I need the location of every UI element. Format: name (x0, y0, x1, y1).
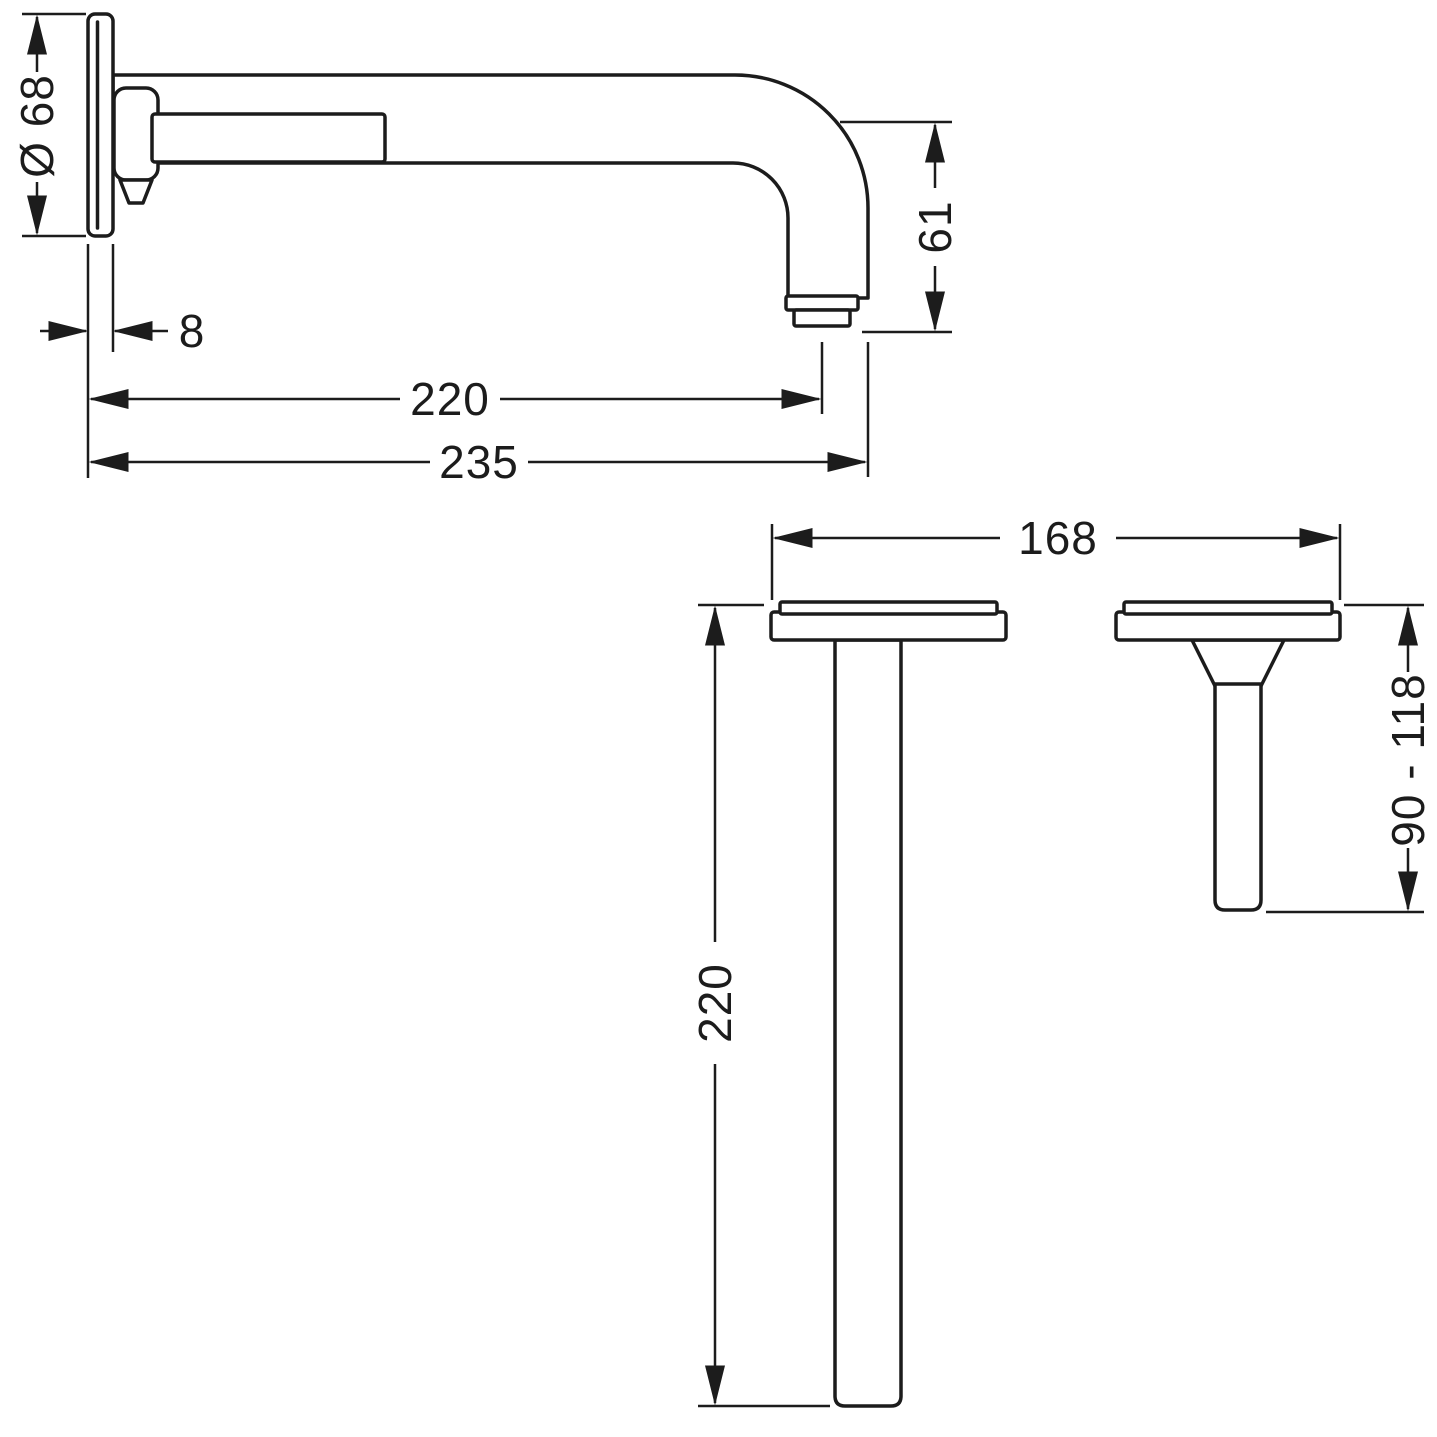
spout-plan-plate (769, 610, 1008, 642)
lever-handle (150, 112, 387, 164)
dim-label-total-depth: 235 (439, 436, 519, 488)
spout-plan-plate-top-layer (778, 600, 999, 616)
handle-plan-plate (1114, 610, 1342, 642)
aerator-tip (792, 308, 852, 328)
dim-total-depth: 235 (88, 342, 870, 488)
dim-label-spout-reach: 220 (410, 373, 490, 425)
dim-spout-length: 220 (689, 603, 830, 1408)
dim-label-handle-depth-range: 90 - 118 (1382, 673, 1434, 846)
plan-view: 168 220 90 - 118 (689, 512, 1434, 1408)
handle-plan-stem (1213, 682, 1263, 912)
dim-plate-diameter: Ø 68 (11, 12, 86, 238)
spout-side-outline (111, 73, 870, 300)
spout-plan-tube (833, 638, 903, 1408)
aerator-outer (784, 294, 860, 312)
dim-label-plate-thickness: 8 (179, 305, 206, 357)
dim-handle-depth-range: 90 - 118 (1266, 603, 1434, 914)
hub-cone (118, 178, 154, 205)
dim-spout-drop: 61 (840, 120, 961, 334)
dim-label-spout-drop: 61 (909, 200, 961, 253)
handle-plan-plate-top-layer (1122, 600, 1334, 616)
wall-plate-side (86, 12, 115, 238)
dim-overall-width: 168 (770, 512, 1342, 600)
dim-label-plate-diameter: Ø 68 (11, 74, 63, 178)
side-view: Ø 68 8 220 235 (11, 12, 961, 488)
dim-spout-reach: 220 (88, 342, 824, 425)
dim-label-overall-width: 168 (1018, 512, 1098, 564)
dim-plate-thickness: 8 (40, 244, 206, 478)
dim-label-spout-length: 220 (689, 963, 741, 1043)
handle-plan-cone (1190, 638, 1286, 688)
